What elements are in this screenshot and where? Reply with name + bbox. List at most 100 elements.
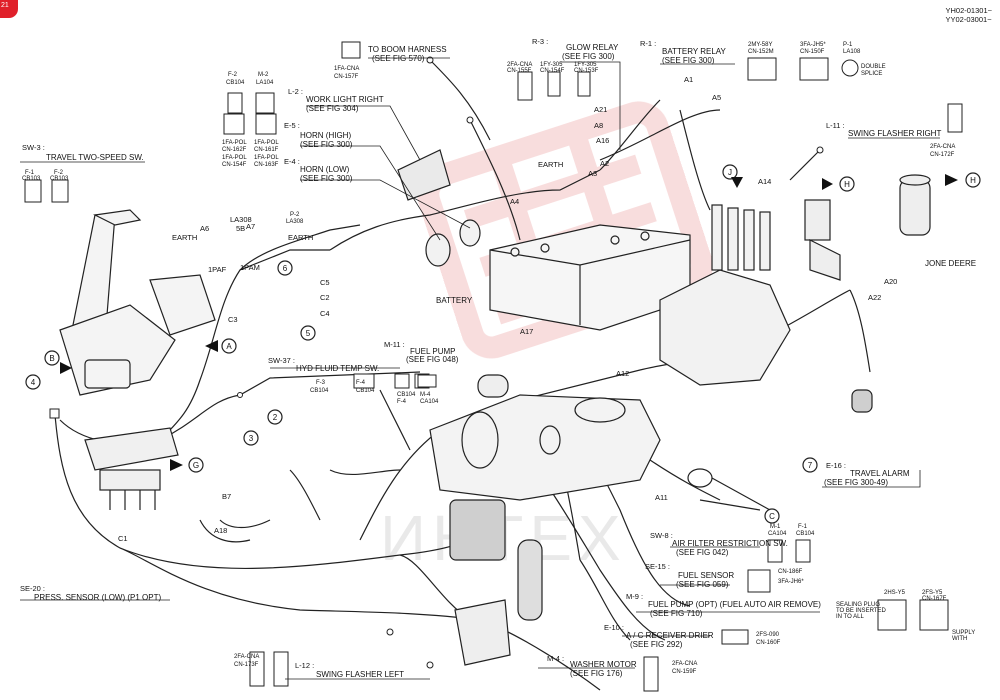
connector-boxes — [24, 41, 963, 692]
br-conn-2: CN-152M — [748, 49, 774, 55]
plug-note-5: TO BE INSERTED — [836, 608, 886, 614]
travel-two-speed-code: SW-3 : — [22, 143, 45, 152]
battery-drawing — [489, 224, 691, 331]
lbl-a16: A16 — [596, 136, 609, 145]
air-filter-ref: (SEE FIG 042) — [676, 548, 729, 557]
travel-alarm-code: E-16 : — [826, 461, 846, 470]
wire-nodes — [49, 56, 824, 669]
lbl-c2: C2 — [320, 293, 330, 302]
callout-h: H — [844, 180, 850, 189]
lbl-la308: LA308 — [230, 215, 252, 224]
callout-5: 5 — [306, 329, 311, 338]
lbl-a18: A18 — [214, 526, 227, 535]
work-light-drawing — [397, 149, 451, 201]
lbl-earth-2: EARTH — [288, 233, 313, 242]
la308: LA308 — [286, 219, 304, 225]
br-conn-6: LA108 — [843, 49, 861, 55]
br-conn-3: 3FA-JH5* — [800, 42, 826, 48]
plug-note-3: CN-167F — [922, 596, 947, 602]
lbl-a4: A4 — [510, 197, 519, 206]
battery-label: BATTERY — [436, 296, 473, 305]
callout-6: 6 — [283, 264, 288, 273]
pol-4: CN-161F — [254, 147, 279, 153]
press-sensor-label: PRESS. SENSOR (LOW) (P1 OPT) — [34, 593, 161, 602]
br-conn-8: SPLICE — [861, 71, 882, 77]
sw3-f2: F-2 — [54, 170, 64, 176]
flasher-left-conn: 2FA-CNA — [234, 654, 259, 660]
battery-relay-ref: (SEE FIG 300) — [662, 56, 715, 65]
doc-code: YH02-01301~ — [945, 6, 993, 15]
glow-relay-label: GLOW RELAY — [566, 43, 619, 52]
jone-deere-label: JONE DEERE — [925, 259, 976, 268]
leader-lines — [20, 57, 940, 680]
lbl-earth-3: EARTH — [538, 160, 563, 169]
pol-7: 1FA-POL — [254, 155, 279, 161]
to-boom-harness-label: TO BOOM HARNESS — [368, 45, 447, 54]
receiver-drier-drawing — [517, 539, 543, 621]
f2m2-2: CB104 — [226, 80, 245, 86]
pol-8: CN-163F — [254, 162, 279, 168]
glow-relay-ref: (SEE FIG 300) — [562, 52, 615, 61]
work-light-label: WORK LIGHT RIGHT — [306, 95, 384, 104]
callout-b: B — [49, 354, 54, 363]
relay-conn-6: CN-153F — [574, 68, 599, 74]
fuel-pump-ref: (SEE FIG 048) — [406, 355, 459, 364]
flasher-right-label: SWING FLASHER RIGHT — [848, 129, 941, 138]
air-filter-label: AIR FILTER RESTRICTION SW. — [672, 539, 788, 548]
pol-1: 1FA-POL — [222, 140, 247, 146]
connector-block-g — [84, 427, 179, 510]
callout-2: 2 — [273, 413, 278, 422]
lbl-a12: A12 — [616, 369, 629, 378]
plug-note-4: SEALING PLUG — [836, 602, 880, 608]
af-ca: CA104 — [768, 531, 787, 537]
fuel-pump-label: FUEL PUMP — [410, 347, 456, 356]
lbl-a14: A14 — [758, 177, 771, 186]
br-conn-5: P-1 — [843, 42, 853, 48]
lbl-a11: A11 — [655, 493, 668, 502]
flasher-right-conn: 2FA-CNA — [930, 144, 955, 150]
flasher-left-cn: CN-173F — [234, 662, 259, 668]
fuel-pump-opt-code: M-9 : — [626, 592, 643, 601]
lbl-a22: A22 — [868, 293, 881, 302]
fuel-pump-drawing — [477, 374, 509, 398]
fuel-sensor-label: FUEL SENSOR — [678, 571, 734, 580]
pump-f3: F-4 — [397, 399, 407, 405]
callout-a: A — [226, 342, 232, 351]
plug-note-1: 2HS-Y5 — [884, 590, 906, 596]
hyd-f4: F-4 — [356, 380, 366, 386]
fuel-sensor-ref: (SEE FIG 059) — [676, 580, 729, 589]
travel-two-speed-label: TRAVEL TWO-SPEED SW. — [46, 153, 144, 162]
horn-high-label: HORN (HIGH) — [300, 131, 351, 140]
relay-conn-3: 1FY-305 — [540, 62, 563, 68]
battery-relay-code: R-1 : — [640, 39, 656, 48]
boom-conn: 1FA-CNA — [334, 66, 359, 72]
travel-alarm-label: TRAVEL ALARM — [850, 469, 910, 478]
sw3-cb2: CB103 — [50, 176, 69, 182]
fuel-pump-opt-ref: (SEE FIG 710) — [650, 609, 703, 618]
lbl-c4: C4 — [320, 309, 330, 318]
doc-code: YY02-03001~ — [945, 15, 992, 24]
travel-lever-assembly — [59, 209, 216, 396]
pol-6: CN-154F — [222, 162, 247, 168]
pol-5: 1FA-POL — [222, 155, 247, 161]
plug-note-7: SUPPLY — [952, 630, 975, 636]
hyd-cb2: CB104 — [356, 388, 375, 394]
callout-7: 7 — [808, 461, 813, 470]
callout-4: 4 — [31, 378, 36, 387]
horn-low-label: HORN (LOW) — [300, 165, 350, 174]
lbl-c5: C5 — [320, 278, 330, 287]
fs-3fa: 3FA-JH6* — [778, 579, 804, 585]
hyd-f3: F-3 — [316, 380, 326, 386]
hyd-cb1: CB104 — [310, 388, 329, 394]
ac-cn: CN-160F — [756, 640, 781, 646]
fuel-sensor-code: SE-15 : — [645, 562, 670, 571]
work-light-ref: (SEE FIG 304) — [306, 104, 359, 113]
travel-alarm-ref: (SEE FIG 300-49) — [824, 478, 888, 487]
pump-f4: CA104 — [420, 399, 439, 405]
af-m1: M-1 — [770, 524, 781, 530]
washer-ref: (SEE FIG 176) — [570, 669, 623, 678]
lbl-1paf: 1PAF — [208, 265, 227, 274]
callout-g: G — [193, 461, 199, 470]
horn-high-ref: (SEE FIG 300) — [300, 140, 353, 149]
